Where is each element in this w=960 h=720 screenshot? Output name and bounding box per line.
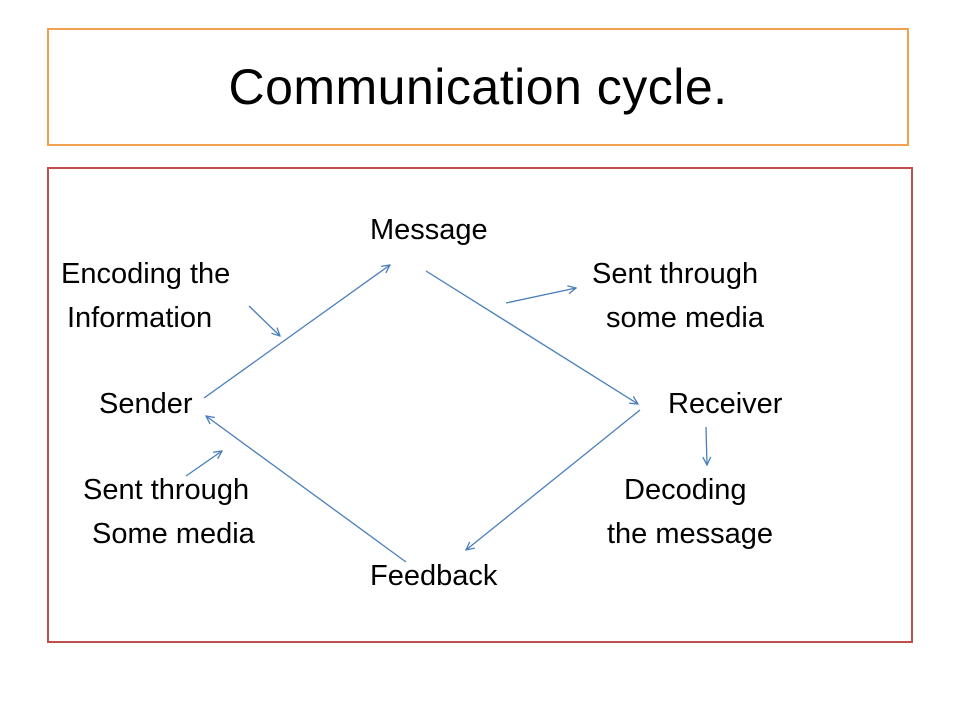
label-encoding-line2: Information [67,302,213,334]
diagram-box [47,167,913,643]
label-message: Message [370,214,488,246]
label-sent-through-bottom-line2: Some media [92,518,255,550]
label-sent-through-top-line2: some media [606,302,764,334]
label-sent-through-top-line1: Sent through [592,258,759,290]
label-encoding-line1: Encoding the [61,258,231,290]
label-sent-through-bottom-line1: Sent through [83,474,250,506]
label-sender: Sender [99,388,193,420]
slide-title: Communication cycle. [228,59,728,115]
label-decoding-line1: Decoding [624,474,747,506]
label-receiver: Receiver [668,388,783,420]
title-box: Communication cycle. [47,28,909,146]
label-decoding-line2: the message [607,518,774,550]
label-feedback: Feedback [370,560,498,592]
